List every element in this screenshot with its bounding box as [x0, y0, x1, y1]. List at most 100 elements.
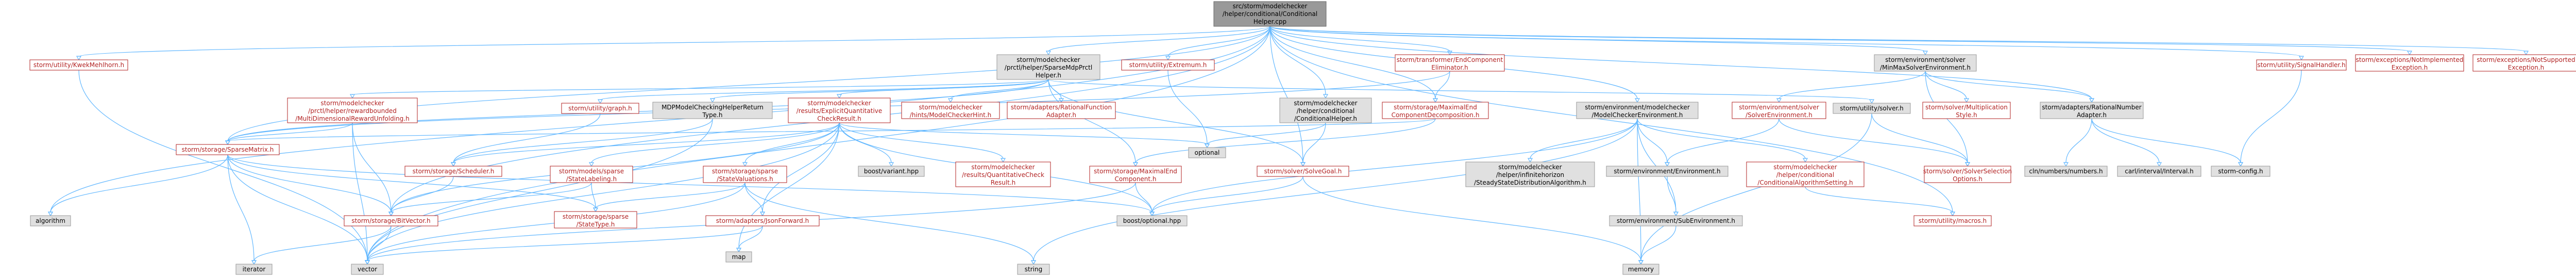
edge	[76, 26, 1270, 61]
node-rational-number-adapter: storm/adapters/RationalNumber Adapter.h	[2040, 102, 2144, 119]
include-edge	[1640, 225, 1676, 262]
node-state-type[interactable]: storm/storage/sparse /StateType.h	[554, 211, 637, 229]
node-sparse-matrix[interactable]: storm/storage/SparseMatrix.h	[176, 144, 280, 155]
node-label-line: storm/environment/SubEnvironment.h	[1617, 217, 1735, 224]
node-label-line: storm/environment/modelchecker	[1585, 104, 1690, 111]
node-label-line: memory	[1628, 266, 1654, 273]
include-edge	[1637, 118, 1806, 159]
edge-arrowhead	[1447, 51, 1453, 56]
edge-arrowhead	[1964, 162, 1971, 167]
node-label-line: storm/utility/solver.h	[1840, 105, 1904, 112]
node-label-line: storm/environment/Environment.h	[1614, 168, 1720, 175]
node-kwek-mehlhorn[interactable]: storm/utility/KwekMehlhorn.h	[29, 59, 128, 71]
node-solver-environment[interactable]: storm/environment/solver /SolverEnvironm…	[1732, 102, 1826, 119]
edge	[225, 26, 1270, 145]
edge	[1302, 176, 1644, 265]
edge	[227, 154, 599, 213]
edge	[1269, 26, 2413, 56]
include-edge	[352, 122, 368, 262]
node-scheduler[interactable]: storm/storage/Scheduler.h	[404, 166, 502, 177]
node-boost-optional: boost/optional.hpp	[1116, 215, 1188, 226]
edge-arrowhead	[1204, 143, 1210, 149]
include-edge	[839, 122, 1004, 159]
node-label-line: /helper/infinitehorizon	[1496, 171, 1564, 178]
include-edge	[391, 182, 592, 213]
node-multi-dim-reward-unfolding[interactable]: storm/modelchecker /prctl/helper/rewardb…	[287, 98, 418, 123]
node-solve-goal[interactable]: storm/solver/SolveGoal.h	[1257, 166, 1349, 177]
node-utility-macros[interactable]: storm/utility/macros.h	[1913, 215, 1992, 226]
node-vector: vector	[351, 264, 384, 275]
node-maximal-end-component[interactable]: storm/storage/MaximalEnd Component.h	[1089, 166, 1182, 183]
node-not-implemented-exception[interactable]: storm/exceptions/NotImplemented Exceptio…	[2355, 54, 2464, 72]
edge-arrowhead	[349, 94, 355, 99]
include-edge	[1302, 122, 1326, 164]
node-label-line: CheckResult.h	[817, 115, 861, 122]
edge	[588, 122, 840, 167]
node-label-line: storm/storage/MaximalEnd	[1094, 168, 1177, 175]
include-edge	[1667, 118, 1780, 164]
node-signal-handler[interactable]: storm/utility/SignalHandler.h	[2256, 59, 2347, 71]
include-edge	[1778, 71, 1926, 100]
node-label-line: /helper/conditional	[1297, 107, 1355, 115]
node-label-line: Exception.h	[2392, 64, 2428, 71]
include-edge	[1269, 26, 1953, 213]
node-label-line: /StateLabeling.h	[566, 175, 617, 183]
node-label-line: /prctl/helper/rewardbounded	[308, 107, 397, 115]
edge	[2238, 70, 2302, 167]
node-label-line: storm/modelchecker	[1773, 164, 1837, 171]
node-not-supported-exception[interactable]: storm/exceptions/NotSupported Exception.…	[2472, 54, 2576, 72]
node-label-line: storm/adapters/RationalNumber	[2042, 104, 2141, 111]
node-label-line: Exception.h	[2508, 64, 2544, 71]
edge-arrowhead	[592, 207, 599, 213]
edge	[450, 122, 840, 167]
node-solver-selection-options[interactable]: storm/solver/SolverSelection Options.h	[1923, 166, 2012, 183]
edge	[1269, 26, 2304, 61]
include-edge	[600, 79, 1049, 101]
edge	[736, 122, 840, 253]
edge	[1030, 118, 1638, 265]
include-edge	[1269, 26, 1450, 52]
node-label-line: storm/storage/sparse	[712, 168, 778, 175]
node-model-checker-hint[interactable]: storm/modelchecker /hints/ModelCheckerHi…	[901, 102, 1000, 119]
node-bit-vector[interactable]: storm/storage/BitVector.h	[344, 215, 438, 226]
node-multiplication-style[interactable]: storm/solver/Multiplication Style.h	[1922, 102, 2011, 119]
node-utility-graph[interactable]: storm/utility/graph.h	[561, 103, 639, 114]
include-edge	[1530, 118, 1638, 159]
node-label-line: storm/modelchecker	[919, 104, 982, 111]
edge	[1165, 26, 1270, 61]
node-quantitative-check-result[interactable]: storm/modelchecker /results/Quantitative…	[955, 161, 1051, 187]
edge	[1048, 79, 1139, 167]
include-edge	[1667, 176, 1676, 213]
include-edge	[227, 154, 596, 209]
node-end-component-eliminator[interactable]: storm/transformer/EndComponent Eliminato…	[1395, 54, 1505, 72]
edge-arrowhead	[2406, 51, 2413, 56]
node-explicit-quantitative-check-result[interactable]: storm/modelchecker /results/ExplicitQuan…	[788, 98, 891, 123]
node-json-forward[interactable]: storm/adapters/JsonForward.h	[705, 215, 820, 226]
node-label-line: string	[1025, 266, 1042, 273]
node-maximal-end-component-decomposition[interactable]: storm/storage/MaximalEnd ComponentDecomp…	[1382, 102, 1489, 119]
node-label-line: storm/storage/Scheduler.h	[413, 168, 495, 175]
include-edge	[227, 154, 392, 213]
node-boost-variant: boost/variant.hpp	[858, 166, 925, 177]
node-extremum[interactable]: storm/utility/Extremum.h	[1121, 59, 1215, 71]
node-state-labeling[interactable]: storm/models/sparse /StateLabeling.h	[550, 166, 633, 183]
include-edge	[2091, 118, 2160, 164]
edge-arrowhead	[450, 162, 456, 167]
include-edge	[744, 182, 1034, 262]
edge	[2091, 118, 2162, 167]
edge	[592, 182, 745, 213]
include-edge	[1135, 118, 1436, 164]
node-rational-function-adapter[interactable]: storm/adapters/RationalFunction Adapter.…	[1007, 102, 1116, 119]
node-min-max-solver-environment: storm/environment/solver /MinMaxSolverEn…	[1874, 54, 1977, 72]
node-state-valuations[interactable]: storm/storage/sparse /StateValuations.h	[703, 166, 787, 183]
edge-arrowhead	[388, 212, 394, 217]
node-conditional-algorithm-setting[interactable]: storm/modelchecker /helper/conditional /…	[1746, 161, 1865, 187]
include-edge	[1048, 79, 1303, 164]
node-label-line: /hints/ModelCheckerHint.h	[910, 111, 992, 119]
node-carl-interval: carl/interval/Interval.h	[2117, 166, 2201, 177]
edge-arrowhead	[888, 162, 894, 167]
node-label-line: ComponentDecomposition.h	[1392, 111, 1480, 119]
node-label-line: Eliminator.h	[1431, 64, 1468, 71]
node-label-line: Helper.cpp	[1253, 18, 1286, 25]
include-edge	[839, 122, 892, 164]
